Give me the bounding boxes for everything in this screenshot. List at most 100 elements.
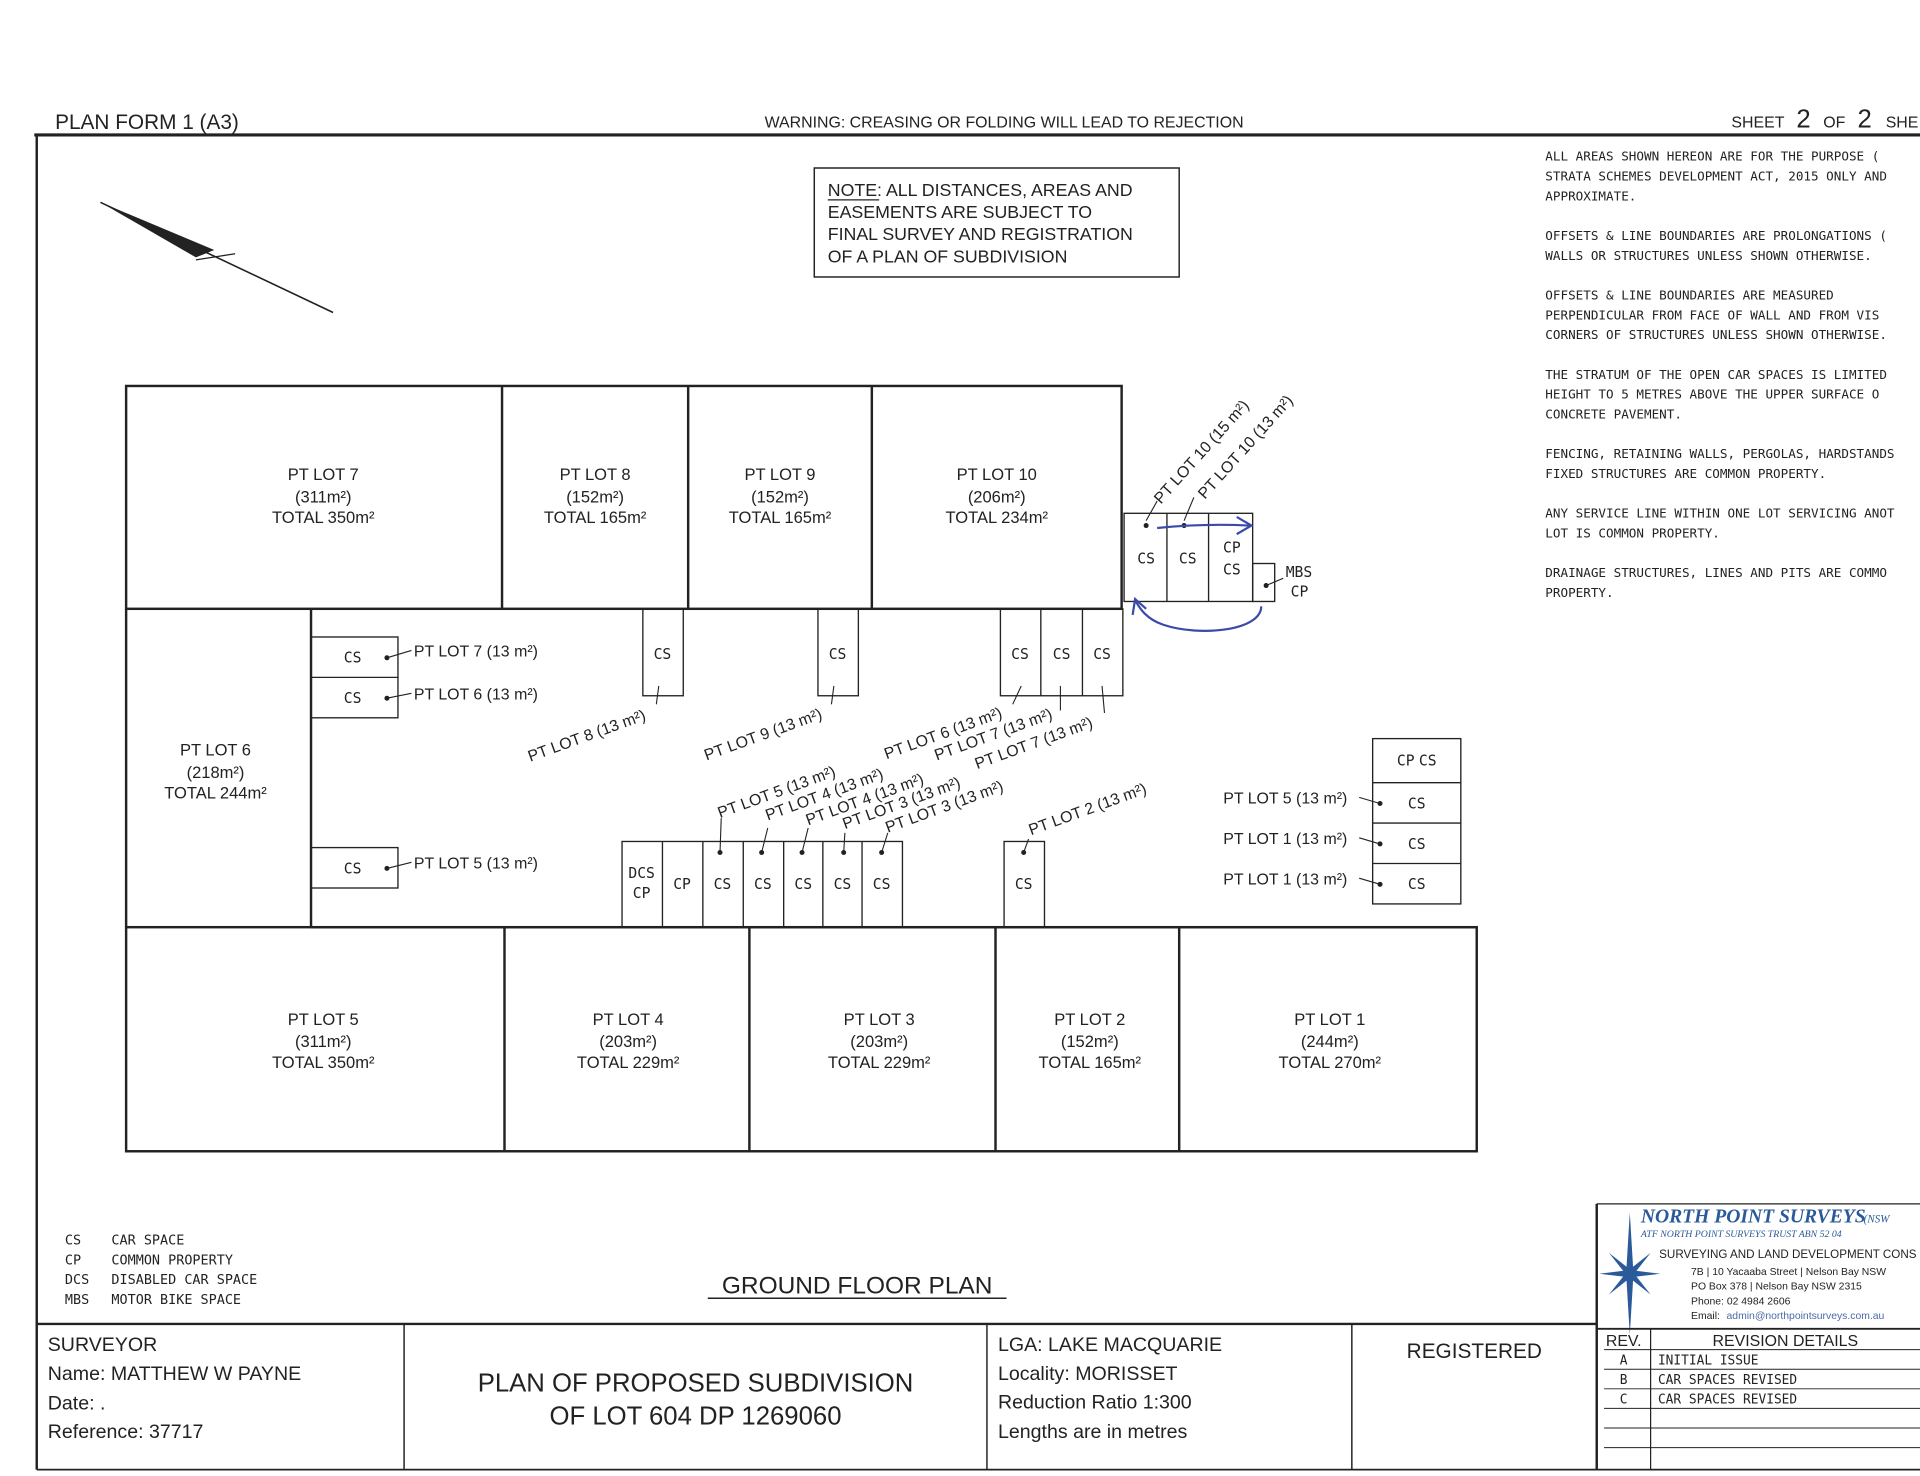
surveyor-heading: SURVEYOR (48, 1334, 158, 1356)
cs-code: CS (1179, 551, 1197, 568)
general-note-line: ALL AREAS SHOWN HEREON ARE FOR THE PURPO… (1545, 149, 1879, 164)
lot-name: PT LOT 6 (180, 741, 251, 760)
north-arrow-icon (100, 201, 334, 314)
general-note-line: APPROXIMATE. (1545, 188, 1636, 203)
cs-code: CS (873, 876, 891, 893)
lga: LGA: LAKE MACQUARIE (998, 1334, 1222, 1356)
registered-label: REGISTERED (1407, 1340, 1542, 1363)
car-label: PT LOT 5 (13 m²) (1223, 791, 1347, 808)
plan-form-label: PLAN FORM 1 (A3) (55, 111, 239, 134)
note-line: OF A PLAN OF SUBDIVISION (828, 246, 1068, 266)
revision-code: C (1620, 1393, 1628, 1408)
company-name-suffix: (NSW (1864, 1213, 1892, 1225)
sheet-of: OF (1823, 115, 1845, 132)
warning-text: WARNING: CREASING OR FOLDING WILL LEAD T… (765, 115, 1244, 132)
cs-code: CS (1015, 876, 1033, 893)
lot-area: (311m²) (295, 487, 352, 506)
title-block: SURVEYOR Name: MATTHEW W PAYNE Date: . R… (36, 1203, 1920, 1470)
lot-total-area: TOTAL 244m² (164, 784, 267, 803)
general-note-line: OFFSETS & LINE BOUNDARIES ARE PROLONGATI… (1545, 228, 1887, 243)
sheet-frame (34, 133, 1920, 1471)
lot-name: PT LOT 9 (744, 465, 815, 484)
revision-code: A (1620, 1353, 1628, 1368)
cs-code: CS (1408, 795, 1426, 812)
dcs-code: DCS (628, 865, 655, 882)
note-box: NOTE: ALL DISTANCES, AREAS AND EASEMENTS… (813, 167, 1180, 278)
lot-total-area: TOTAL 350m² (272, 1053, 375, 1072)
note-line: FINAL SURVEY AND REGISTRATION (828, 224, 1133, 244)
legend-description: MOTOR BIKE SPACE (111, 1293, 241, 1308)
legend-description: COMMON PROPERTY (111, 1253, 233, 1268)
revision-details: CAR SPACES REVISED (1658, 1393, 1797, 1408)
general-note-line: WALLS OR STRUCTURES UNLESS SHOWN OTHERWI… (1545, 248, 1871, 263)
car-label: PT LOT 7 (13 m²) (414, 644, 538, 661)
surveyor-name: Name: MATTHEW W PAYNE (48, 1363, 301, 1385)
legend-code: DCS (65, 1273, 89, 1288)
cs-code: CS (1223, 562, 1241, 579)
plan-date: Date: . (48, 1393, 106, 1415)
cs-code: CS (794, 876, 812, 893)
cs-code: CS (344, 650, 362, 667)
company-email[interactable]: admin@northpointsurveys.com.au (1727, 1311, 1885, 1322)
note-line: NOTE: ALL DISTANCES, AREAS AND (828, 180, 1133, 200)
general-note-line: PERPENDICULAR FROM FACE OF WALL AND FROM… (1545, 307, 1879, 322)
car-space-boxes (310, 512, 1462, 928)
company-po-box: PO Box 378 | Nelson Bay NSW 2315 (1691, 1282, 1862, 1293)
car-label: PT LOT 1 (13 m²) (1223, 831, 1347, 848)
company-tagline: SURVEYING AND LAND DEVELOPMENT CONS (1659, 1248, 1917, 1261)
general-note-line: FIXED STRUCTURES ARE COMMON PROPERTY. (1545, 466, 1826, 481)
lot-area: (218m²) (187, 763, 245, 782)
cp-code: CP (673, 876, 691, 893)
sheet-prefix: SHEET (1731, 115, 1784, 132)
lot-area: (203m²) (599, 1032, 657, 1051)
lot-area: (206m²) (968, 487, 1026, 506)
lot-area: (152m²) (751, 487, 809, 506)
lot-total-area: TOTAL 229m² (577, 1053, 680, 1072)
revision-details: CAR SPACES REVISED (1658, 1373, 1797, 1388)
car-space-labels: PT LOT 7 (13 m²) PT LOT 6 (13 m²) PT LOT… (414, 392, 1347, 888)
rev-column-header: REV. (1606, 1333, 1642, 1350)
cs-code: CS (654, 646, 672, 663)
general-note-line: LOT IS COMMON PROPERTY. (1545, 526, 1720, 541)
lot-name: PT LOT 5 (288, 1010, 359, 1029)
legend-description: CAR SPACE (111, 1233, 184, 1248)
general-note-line: DRAINAGE STRUCTURES, LINES AND PITS ARE … (1545, 565, 1887, 580)
cs-code: CS (1011, 646, 1029, 663)
car-label: PT LOT 1 (13 m²) (1223, 871, 1347, 888)
cs-code: CS (1053, 646, 1071, 663)
general-note-line: PROPERTY. (1545, 585, 1613, 600)
plan-title: GROUND FLOOR PLAN (722, 1272, 993, 1299)
legend-description: DISABLED CAR SPACE (111, 1273, 257, 1288)
legend-code: CS (65, 1233, 81, 1248)
revision-details: INITIAL ISSUE (1658, 1353, 1759, 1368)
lot-area: (152m²) (1061, 1032, 1119, 1051)
general-note-line: ANY SERVICE LINE WITHIN ONE LOT SERVICIN… (1545, 506, 1895, 521)
cs-code: CS (344, 690, 362, 707)
lot-total-area: TOTAL 234m² (945, 508, 1048, 527)
company-name: NORTH POINT SURVEYS (1640, 1206, 1866, 1227)
general-notes: ALL AREAS SHOWN HEREON ARE FOR THE PURPO… (1545, 149, 1895, 600)
car-label: PT LOT 5 (13 m²) (414, 855, 538, 872)
compass-star-icon (1599, 1212, 1661, 1335)
lot-area: (152m²) (566, 487, 624, 506)
cs-code: CS (754, 876, 772, 893)
revision-details-header: REVISION DETAILS (1713, 1333, 1859, 1350)
lot-total-area: TOTAL 165m² (1039, 1053, 1142, 1072)
note-line: EASEMENTS ARE SUBJECT TO (828, 202, 1092, 222)
lot-total-area: TOTAL 165m² (544, 508, 647, 527)
general-note-line: THE STRATUM OF THE OPEN CAR SPACES IS LI… (1545, 367, 1887, 382)
lot-name: PT LOT 2 (1054, 1010, 1125, 1029)
cp-code: CP (1397, 753, 1415, 770)
cs-code: CS (1408, 836, 1426, 853)
sheet-total: 2 (1858, 106, 1872, 134)
cs-code: CS (829, 646, 847, 663)
general-note-line: HEIGHT TO 5 METRES ABOVE THE UPPER SURFA… (1545, 387, 1879, 402)
sheet-number: SHEET 2 OF 2 SHE (1731, 106, 1918, 134)
sheet-suffix: SHE (1886, 115, 1919, 132)
cs-code: CS (1137, 551, 1155, 568)
hand-drawn-arrows (1131, 516, 1263, 632)
plan-description-line2: OF LOT 604 DP 1269060 (550, 1402, 842, 1430)
